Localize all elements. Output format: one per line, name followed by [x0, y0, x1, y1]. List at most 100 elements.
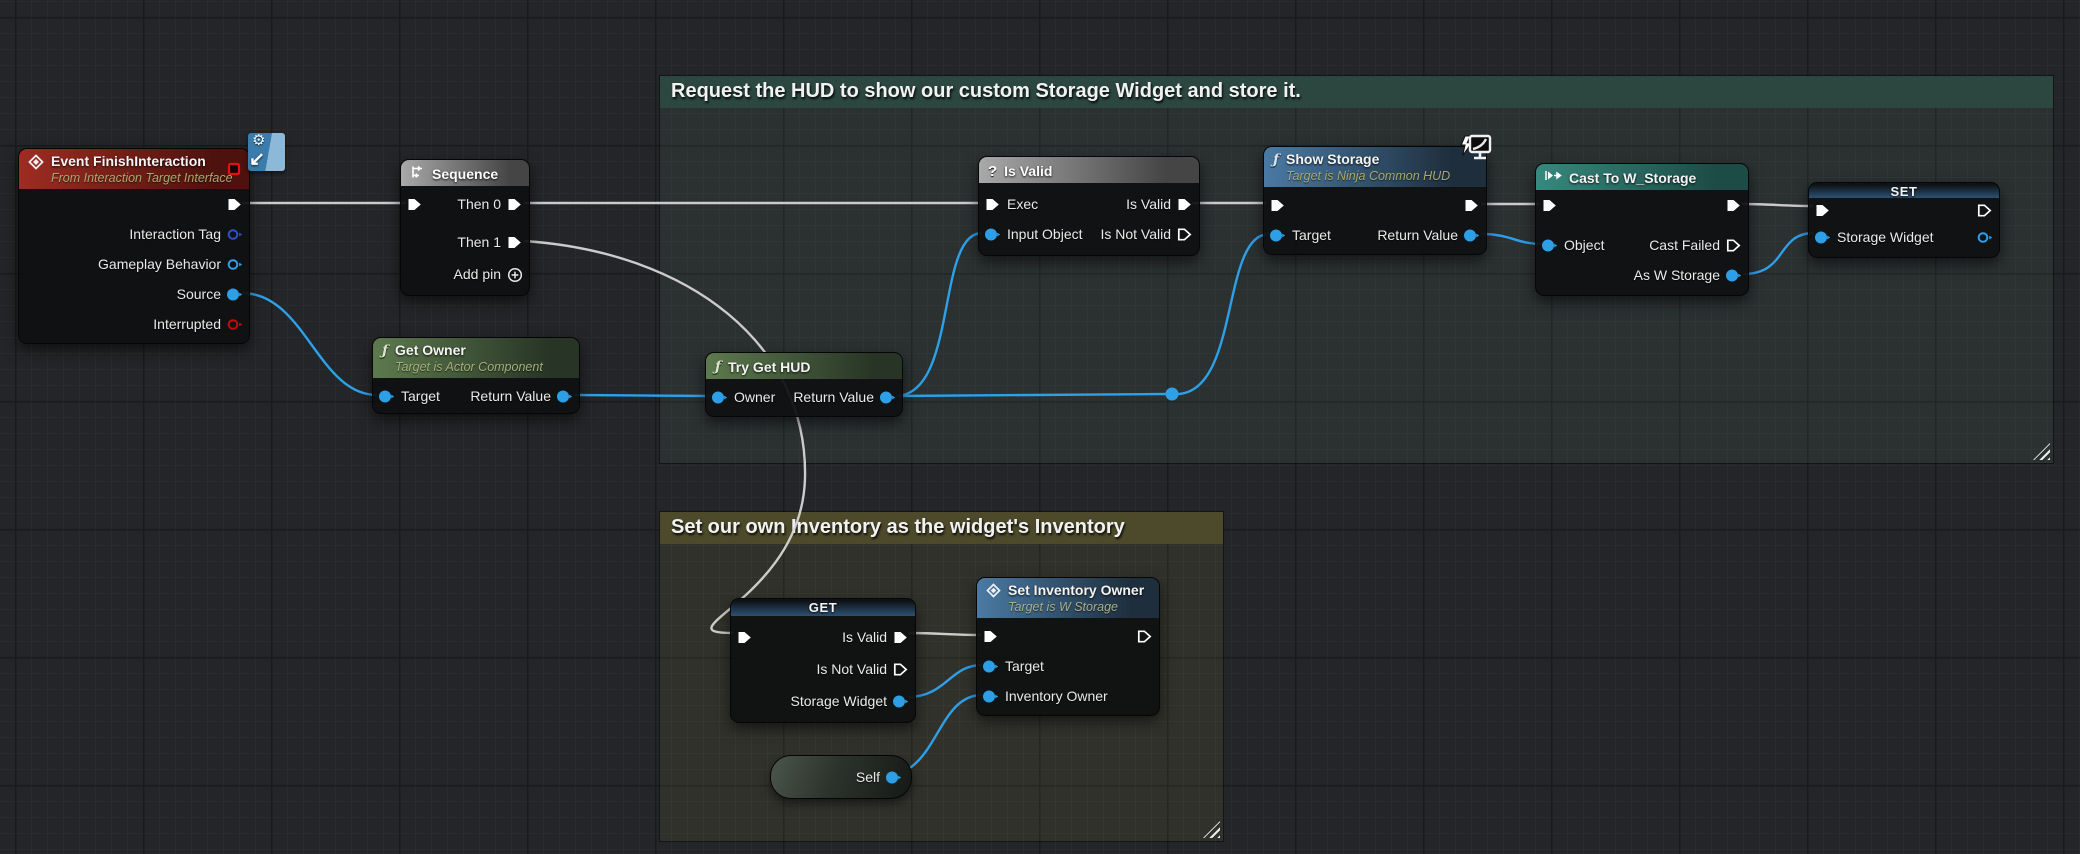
is-not-valid-exec-out-pin[interactable] — [1177, 227, 1193, 242]
node-get-owner[interactable]: ƒ Get Owner Target is Actor Component Ta… — [372, 337, 580, 414]
storage-widget-in-pin[interactable] — [1815, 230, 1831, 245]
pin-label: Storage Widget — [790, 693, 888, 709]
exec-in-pin[interactable] — [983, 629, 999, 644]
node-title: GET — [808, 600, 838, 615]
pin-label: Inventory Owner — [1005, 688, 1108, 704]
wire-data-aswstorage-to-set[interactable] — [1742, 231, 1815, 276]
node-try-get-hud[interactable]: ƒ Try Get HUD Owner Return Value — [705, 352, 903, 417]
node-event-finish-interaction[interactable]: Event FinishInteraction From Interaction… — [18, 132, 285, 344]
wire-exec-get-to-setinventoryowner[interactable] — [908, 631, 982, 637]
exec-in-pin[interactable] — [1542, 198, 1558, 213]
blueprint-interface-badge-icon: ⚙↙ — [248, 132, 285, 171]
wire-data-source-to-getowner-target[interactable] — [241, 291, 378, 397]
exec-out-pin[interactable] — [1977, 203, 1993, 218]
target-pin[interactable] — [983, 659, 999, 674]
node-subtitle: From Interaction Target Interface — [51, 170, 233, 185]
exec-in-pin[interactable] — [1270, 198, 1286, 213]
node-subtitle: Target is Actor Component — [395, 359, 543, 374]
target-pin[interactable] — [1270, 228, 1286, 243]
delegate-pin[interactable] — [227, 162, 243, 177]
pin-label: Input Object — [1007, 226, 1083, 242]
node-subtitle: Target is Ninja Common HUD — [1286, 168, 1451, 183]
pin-label: Interaction Tag — [129, 226, 221, 242]
pin-label: Is Not Valid — [1100, 226, 1171, 242]
function-icon: ƒ — [1273, 152, 1280, 168]
node-title: SET — [1890, 184, 1918, 199]
return-value-pin[interactable] — [557, 389, 573, 404]
question-icon: ? — [988, 162, 998, 180]
interrupted-pin[interactable] — [227, 317, 243, 332]
comment-title[interactable]: Set our own Inventory as the widget's In… — [660, 512, 1223, 544]
node-get-storage-widget[interactable]: GET Is Valid Is Not Valid Storage Widget — [730, 598, 916, 723]
node-subtitle: Target is W Storage — [1008, 599, 1119, 614]
node-title: Is Valid — [1004, 162, 1053, 179]
is-not-valid-exec-out-pin[interactable] — [893, 662, 909, 677]
exec-in-pin[interactable] — [985, 197, 1001, 212]
exec-out-pin[interactable] — [1137, 629, 1153, 644]
exec-out-pin[interactable] — [227, 197, 243, 212]
is-valid-exec-out-pin[interactable] — [1177, 197, 1193, 212]
exec-out-pin[interactable] — [1726, 198, 1742, 213]
node-title: Sequence — [432, 165, 499, 182]
then0-exec-out-pin[interactable] — [507, 197, 523, 212]
node-set-storage-widget[interactable]: SET Storage Widget — [1808, 182, 2000, 258]
gameplay-behavior-pin[interactable] — [227, 257, 243, 272]
pin-label: As W Storage — [1633, 267, 1720, 283]
cast-icon — [1545, 169, 1562, 187]
pin-label: Object — [1564, 237, 1605, 253]
function-icon: ƒ — [715, 359, 722, 375]
node-title: Set Inventory Owner — [1008, 582, 1145, 598]
cast-failed-exec-pin[interactable] — [1726, 238, 1742, 253]
object-pin[interactable] — [1542, 238, 1558, 253]
add-pin-icon[interactable] — [507, 267, 523, 282]
storage-widget-out-pin[interactable] — [1977, 230, 1993, 245]
target-pin[interactable] — [379, 389, 395, 404]
self-out-pin[interactable] — [886, 770, 902, 785]
wire-data-getowner-to-trygethud[interactable] — [573, 393, 712, 398]
node-title: Cast To W_Storage — [1569, 169, 1697, 186]
reroute-node[interactable] — [1165, 387, 1179, 401]
node-cast-to-w-storage[interactable]: Cast To W_Storage Object Cast Failed As … — [1535, 163, 1749, 296]
node-sequence[interactable]: Sequence Then 0 Then 1 Add pin — [400, 159, 530, 296]
sequence-icon — [410, 165, 425, 184]
exec-in-pin[interactable] — [407, 197, 423, 212]
interaction-tag-pin[interactable] — [227, 227, 243, 242]
comment-title[interactable]: Request the HUD to show our custom Stora… — [660, 76, 2053, 108]
pin-label: Source — [176, 286, 221, 302]
exec-out-pin[interactable] — [1464, 198, 1480, 213]
pin-label: Then 1 — [457, 234, 501, 250]
exec-in-pin[interactable] — [1815, 203, 1831, 218]
owner-pin[interactable] — [712, 390, 728, 405]
storage-widget-out-pin[interactable] — [893, 694, 909, 709]
wire-exec-then1-to-get[interactable] — [523, 239, 807, 635]
source-pin[interactable] — [227, 287, 243, 302]
wire-exec-cast-to-set[interactable] — [1741, 202, 1814, 208]
wire-data-trygethud-to-isvalid-input[interactable] — [896, 231, 983, 398]
return-value-pin[interactable] — [1464, 228, 1480, 243]
node-title: Show Storage — [1286, 151, 1380, 167]
is-valid-exec-out-pin[interactable] — [893, 630, 909, 645]
wire-data-get-to-sio-target[interactable] — [907, 663, 983, 699]
pin-label: Add pin — [453, 266, 501, 282]
pin-label: Storage Widget — [1837, 229, 1934, 245]
then1-exec-out-pin[interactable] — [507, 235, 523, 250]
input-object-pin[interactable] — [985, 227, 1001, 242]
pin-label: Is Valid — [842, 629, 887, 645]
wire-data-reroute-to-showstorage-target[interactable] — [1177, 232, 1270, 396]
wire-data-trygethud-to-reroute[interactable] — [896, 392, 1167, 398]
pin-label: Then 0 — [457, 196, 501, 212]
client-only-monitor-icon — [1456, 133, 1492, 170]
inventory-owner-pin[interactable] — [983, 689, 999, 704]
node-show-storage[interactable]: ƒ Show Storage Target is Ninja Common HU… — [1263, 134, 1492, 255]
node-is-valid[interactable]: ? Is Valid Exec Is Valid Input Object Is… — [978, 156, 1200, 256]
event-diamond-icon — [28, 154, 44, 175]
pin-label: Exec — [1007, 196, 1039, 212]
wire-data-returnvalue-to-cast-object[interactable] — [1480, 232, 1542, 246]
node-self[interactable]: Self — [770, 755, 912, 799]
as-w-storage-pin[interactable] — [1726, 268, 1742, 283]
node-set-inventory-owner[interactable]: Set Inventory Owner Target is W Storage … — [976, 577, 1160, 716]
return-value-pin[interactable] — [880, 390, 896, 405]
exec-in-pin[interactable] — [737, 630, 753, 645]
